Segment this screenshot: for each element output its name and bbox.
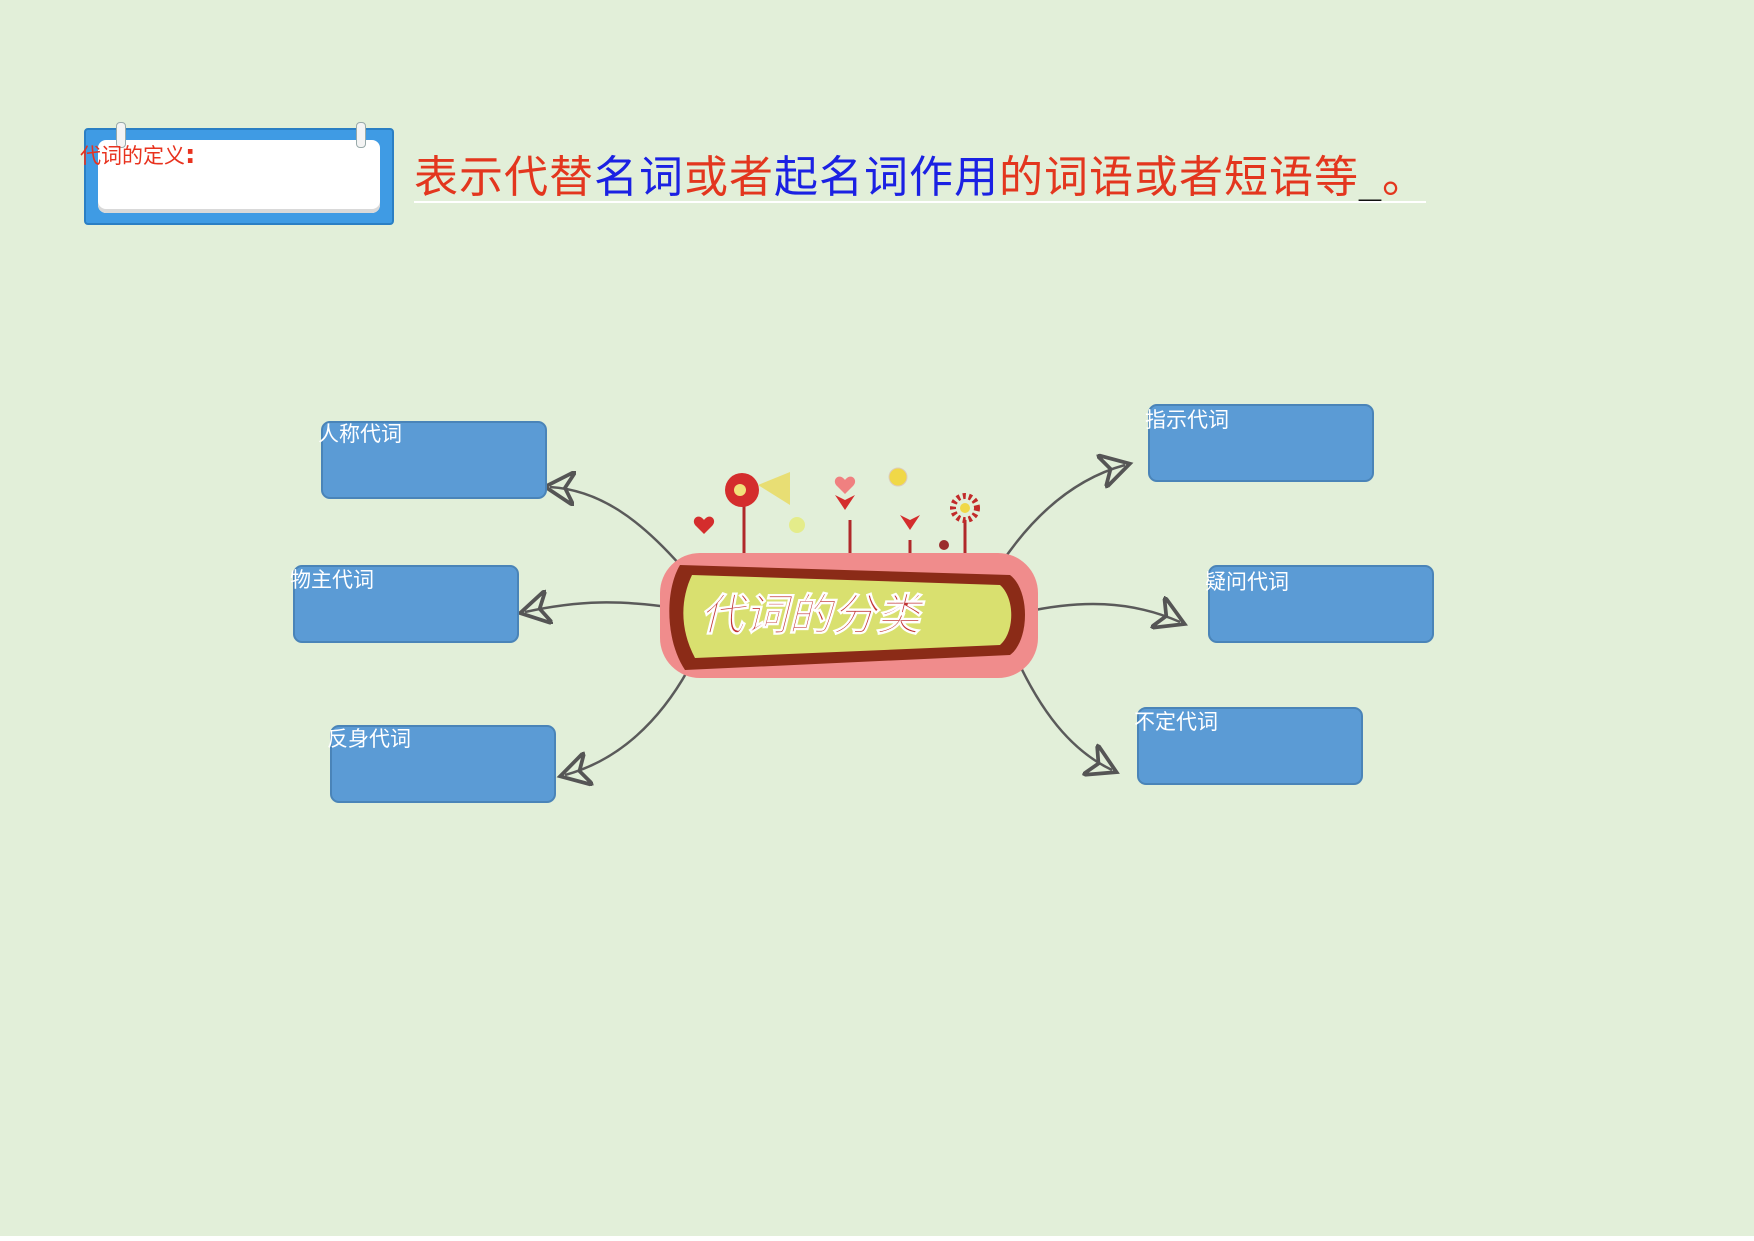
box-interrogative-pronoun[interactable] [1208,565,1434,643]
box-reflexive-pronoun[interactable] [330,725,556,803]
box-demonstrative-pronoun[interactable] [1148,404,1374,482]
faded-heading [560,322,1120,344]
label-possessive-pronoun: 物主代词 [290,568,374,592]
box-personal-pronoun[interactable] [321,421,547,499]
center-decoration [693,467,980,565]
sentence-segment: 或者 [684,152,774,203]
page-bottom-edge [0,1236,1754,1241]
branch-arrows [525,465,1180,775]
box-indefinite-pronoun[interactable] [1137,707,1363,785]
definition-colon: : [185,140,196,170]
label-indefinite-pronoun: 不定代词 [1134,710,1218,734]
center-banner [660,553,1038,678]
definition-label: 代词的定义: [80,140,195,170]
arrow-personal [550,487,681,566]
tulip-icon [900,515,920,530]
arrow-possessive [525,602,676,612]
label-interrogative-pronoun: 疑问代词 [1205,570,1289,594]
heart-icon [834,476,856,494]
definition-underline [414,201,1426,203]
sentence-segment: 名词 [594,152,684,203]
tulip-icon [835,495,855,510]
sentence-segment: 表示代替 [414,152,594,203]
label-reflexive-pronoun: 反身代词 [327,727,411,751]
label-personal-pronoun: 人称代词 [318,422,402,446]
sentence-segment: 起名词作用 [774,152,999,203]
sentence-segment: 。 [1382,152,1427,203]
definition-label-text: 代词的定义 [80,144,185,168]
arrow-indefinite [1013,654,1112,770]
definition-sentence: 表示代替名词或者起名词作用的词语或者短语等_。 [414,150,1427,206]
binder-ring-icon [356,122,366,148]
dot-icon [888,467,908,487]
sentence-segment: 的词语或者短语等 [999,152,1359,203]
definition-card-paper [98,140,380,213]
arrow-demonstrative [998,465,1125,566]
definition-card [84,122,394,225]
arrow-reflexive [565,669,690,775]
box-possessive-pronoun[interactable] [293,565,519,643]
binder-ring-icon [116,122,126,148]
heart-icon [693,516,715,534]
sentence-segment: _ [1359,152,1382,203]
center-title: 代词的分类 [700,590,926,641]
dot-icon [789,517,805,533]
sunflower-icon [950,493,980,523]
arrow-interrogative [1024,604,1180,622]
label-demonstrative-pronoun: 指示代词 [1145,408,1229,432]
